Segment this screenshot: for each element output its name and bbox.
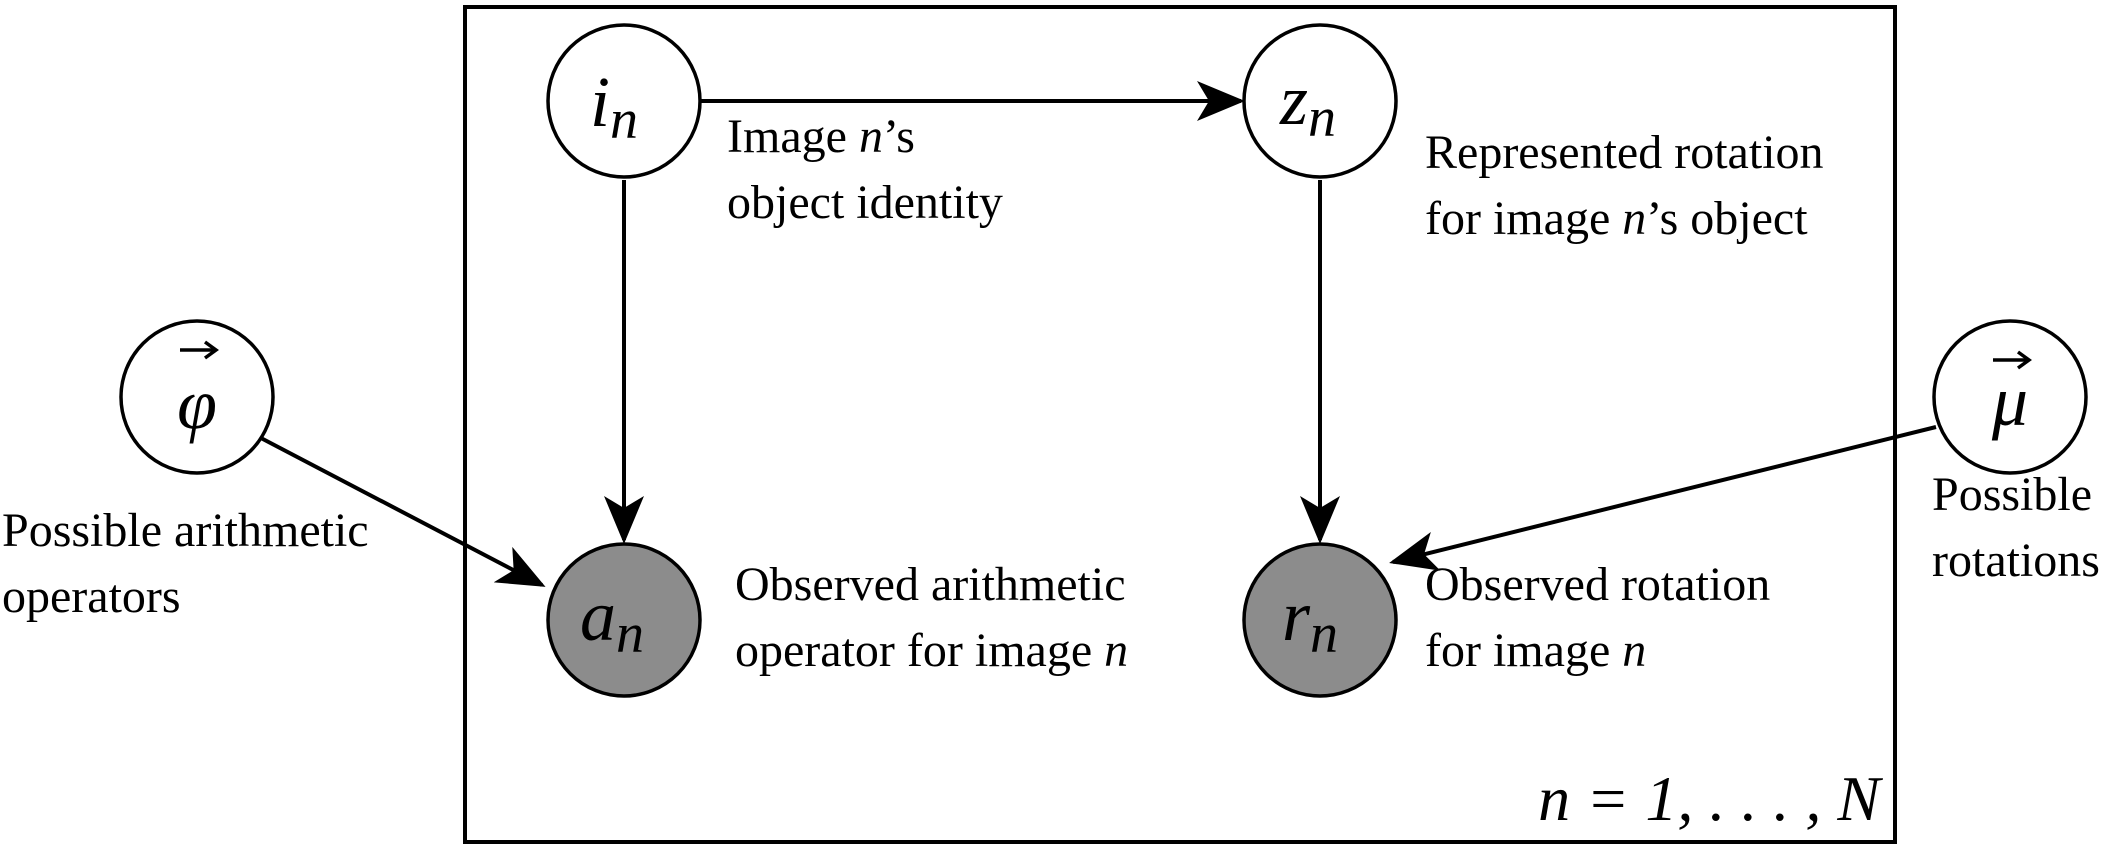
node-i: in <box>546 23 702 179</box>
node-r-symbol: rn <box>1282 576 1338 665</box>
node-a-symbol: an <box>580 576 644 665</box>
node-z-circle <box>1242 23 1398 179</box>
svg-text:operators: operators <box>2 570 181 623</box>
svg-text:Image n’s: Image n’s <box>727 110 915 163</box>
vector-arrow-icon <box>1993 350 2032 370</box>
svg-text:operator for image n: operator for image n <box>735 624 1128 677</box>
node-phi: φ <box>119 319 275 475</box>
svg-text:object identity: object identity <box>727 176 1003 229</box>
plate-label: n = 1, . . . , N <box>1538 763 1883 834</box>
node-a: an <box>546 542 702 698</box>
label-phi: Possible arithmetic operators <box>2 504 369 623</box>
svg-text:Possible: Possible <box>1932 468 2092 521</box>
node-z-symbol: zn <box>1279 60 1336 149</box>
label-mu: Possible rotations <box>1932 468 2100 587</box>
node-i-symbol: in <box>590 62 638 151</box>
label-a: Observed arithmetic operator for image n <box>735 558 1128 677</box>
node-phi-circle <box>119 319 275 475</box>
node-phi-symbol: φ <box>177 364 217 444</box>
label-i: Image n’s object identity <box>727 110 1003 229</box>
node-mu-circle <box>1932 319 2088 475</box>
node-i-circle <box>546 23 702 179</box>
svg-text:for image n: for image n <box>1425 624 1646 677</box>
edge-mu-to-r <box>1389 425 1937 571</box>
edge-phi-to-a <box>258 435 546 587</box>
node-a-circle <box>546 542 702 698</box>
label-z: Represented rotation for image n’s objec… <box>1425 126 1824 245</box>
svg-text:Observed rotation: Observed rotation <box>1425 558 1770 611</box>
plate <box>463 5 1897 844</box>
svg-text:for image n’s object: for image n’s object <box>1425 192 1808 245</box>
svg-text:rotations: rotations <box>1932 534 2100 587</box>
node-r-circle <box>1242 542 1398 698</box>
node-mu: μ <box>1932 319 2088 475</box>
node-z: zn <box>1242 23 1398 179</box>
node-mu-symbol: μ <box>1991 361 2028 441</box>
svg-text:Possible arithmetic: Possible arithmetic <box>2 504 369 557</box>
vector-arrow-icon <box>180 340 219 360</box>
node-r: rn <box>1242 542 1398 698</box>
label-r: Observed rotation for image n <box>1425 558 1770 677</box>
svg-text:Represented rotation: Represented rotation <box>1425 126 1824 179</box>
svg-text:Observed arithmetic: Observed arithmetic <box>735 558 1126 611</box>
